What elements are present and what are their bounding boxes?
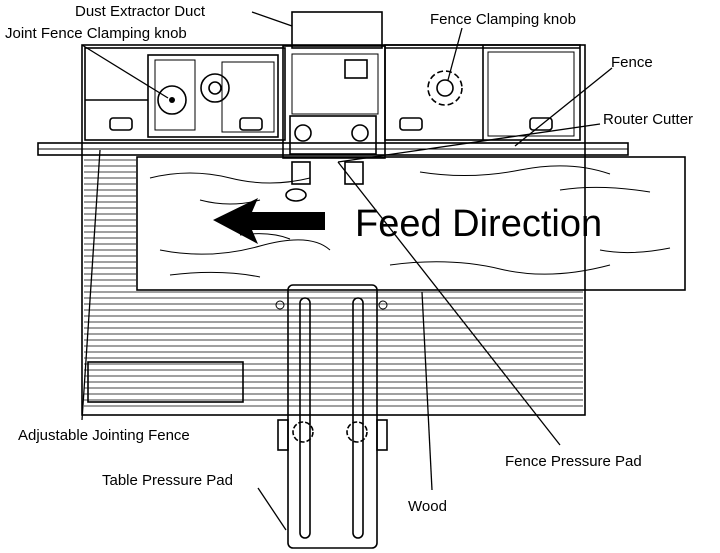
label-router-cutter: Router Cutter <box>603 111 693 128</box>
table-pressure-pad <box>275 284 388 549</box>
dust-extractor-duct <box>291 11 383 49</box>
leader-lines <box>81 11 613 531</box>
fence-clamping-knob <box>427 70 463 106</box>
feed-direction-arrow-icon <box>213 198 325 244</box>
label-fence-pressure-pad: Fence Pressure Pad <box>505 453 642 470</box>
label-fence-clamping-knob: Fence Clamping knob <box>430 11 576 28</box>
joint-fence-clamping-knob <box>157 85 187 115</box>
label-dust-extractor-duct: Dust Extractor Duct <box>75 3 206 20</box>
label-wood: Wood <box>408 498 447 515</box>
label-joint-fence-clamping-knob: Joint Fence Clamping knob <box>5 25 187 42</box>
clamping-knob <box>200 73 230 103</box>
label-table-pressure-pad: Table Pressure Pad <box>102 472 233 489</box>
router-table <box>81 44 586 416</box>
label-adjustable-jointing-fence: Adjustable Jointing Fence <box>18 427 190 444</box>
fence <box>37 142 629 156</box>
wood-board <box>136 156 686 291</box>
router-housing <box>282 45 386 159</box>
feed-direction-text: Feed Direction <box>355 203 602 245</box>
small-knobs <box>109 117 553 131</box>
fence-housing <box>84 44 581 141</box>
label-fence: Fence <box>611 54 653 71</box>
